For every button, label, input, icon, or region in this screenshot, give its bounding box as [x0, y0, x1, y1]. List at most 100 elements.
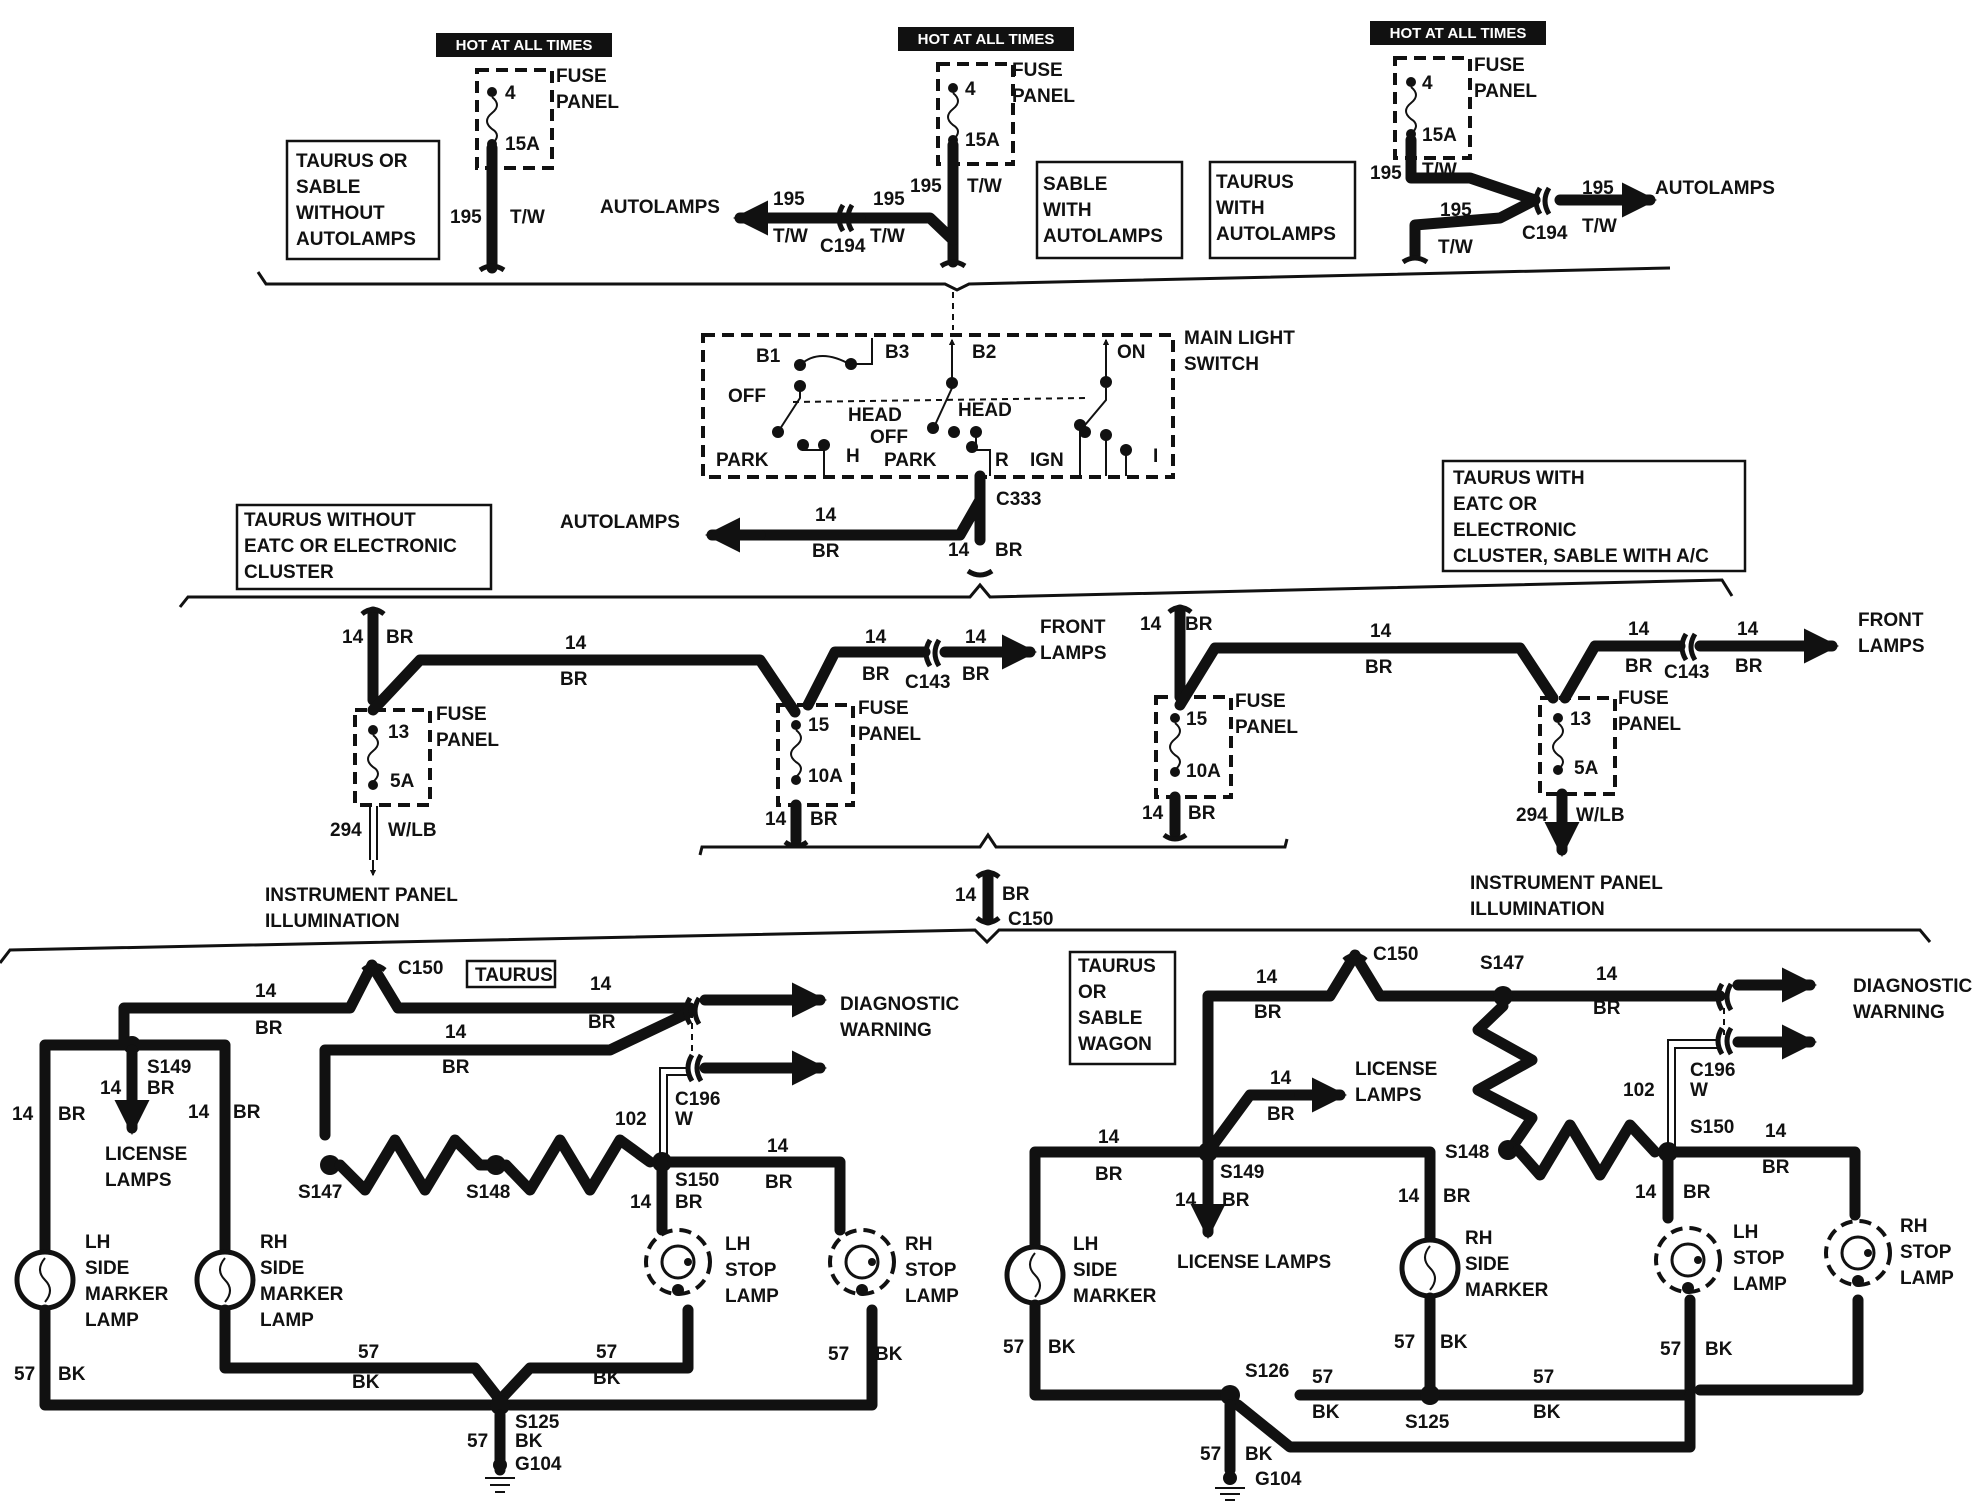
- svg-text:MARKER: MARKER: [260, 1284, 344, 1305]
- svg-text:14: 14: [1175, 1190, 1197, 1211]
- svg-text:MARKER: MARKER: [1073, 1286, 1157, 1307]
- park-label: PARK: [716, 450, 769, 471]
- svg-text:13: 13: [1570, 709, 1591, 730]
- svg-text:BK: BK: [515, 1431, 543, 1452]
- svg-text:BK: BK: [593, 1368, 621, 1389]
- fuse-number: 4: [965, 79, 976, 100]
- svg-text:BR: BR: [1762, 1157, 1790, 1178]
- fuse-amp-10a: 10A: [808, 766, 843, 787]
- splice-s125: S125: [515, 1412, 560, 1433]
- off-label-2: OFF: [870, 427, 908, 448]
- splice-s148: S148: [466, 1182, 510, 1203]
- svg-text:LICENSE: LICENSE: [105, 1144, 187, 1165]
- svg-text:C143: C143: [1664, 662, 1709, 683]
- splice-s149: S149: [147, 1057, 191, 1078]
- svg-text:EATC OR: EATC OR: [1453, 494, 1537, 515]
- svg-text:BR: BR: [386, 627, 414, 648]
- svg-text:ILLUMINATION: ILLUMINATION: [1470, 899, 1605, 920]
- svg-text:W/LB: W/LB: [1576, 805, 1625, 826]
- svg-text:14: 14: [1628, 619, 1650, 640]
- fuse-panel-middle: HOT AT ALL TIMES 4 15A FUSE PANEL 195 T/…: [600, 27, 1075, 269]
- svg-text:195: 195: [1440, 200, 1472, 221]
- svg-text:AUTOLAMPS: AUTOLAMPS: [296, 229, 416, 250]
- ground-g104: G104: [515, 1454, 562, 1475]
- svg-text:CLUSTER, SABLE WITH A/C: CLUSTER, SABLE WITH A/C: [1453, 546, 1709, 567]
- svg-text:AUTOLAMPS: AUTOLAMPS: [1216, 224, 1336, 245]
- b3-label: B3: [885, 342, 909, 363]
- caption-taurus: TAURUS: [475, 965, 553, 986]
- svg-text:LH: LH: [725, 1234, 750, 1255]
- fuse-amp: 15A: [505, 134, 540, 155]
- svg-text:BR: BR: [1625, 656, 1653, 677]
- svg-text:LAMP: LAMP: [725, 1286, 779, 1307]
- autolamps-label: AUTOLAMPS: [1655, 178, 1775, 199]
- svg-text:TAURUS WITHOUT: TAURUS WITHOUT: [244, 510, 416, 531]
- b1-label: B1: [756, 346, 781, 367]
- caption-box-taurus-without-eatc: TAURUS WITHOUT EATC OR ELECTRONIC CLUSTE…: [235, 503, 493, 591]
- fuse-amp-5a: 5A: [390, 771, 415, 792]
- fuse-number-13: 13: [388, 722, 409, 743]
- svg-text:14: 14: [1737, 619, 1759, 640]
- svg-text:294: 294: [1516, 805, 1548, 826]
- svg-text:RH: RH: [1465, 1228, 1492, 1249]
- svg-text:14: 14: [1270, 1068, 1292, 1089]
- svg-text:57: 57: [1200, 1444, 1221, 1465]
- rh-stop-lamp-bulb: [828, 1228, 896, 1296]
- connector-c196: C196: [1690, 1060, 1735, 1081]
- svg-text:57: 57: [358, 1342, 379, 1363]
- svg-text:15: 15: [1186, 709, 1208, 730]
- svg-text:MAIN LIGHT: MAIN LIGHT: [1184, 328, 1295, 349]
- svg-text:14: 14: [1142, 803, 1164, 824]
- ign-label: IGN: [1030, 450, 1064, 471]
- svg-text:BR: BR: [962, 664, 990, 685]
- svg-text:BK: BK: [1245, 1444, 1273, 1465]
- svg-text:BR: BR: [1254, 1002, 1282, 1023]
- connector-c194: C194: [1522, 223, 1568, 244]
- svg-text:BK: BK: [1312, 1402, 1340, 1423]
- svg-text:STOP: STOP: [1900, 1242, 1952, 1263]
- svg-text:LAMP: LAMP: [260, 1310, 314, 1331]
- svg-text:BR: BR: [1683, 1182, 1711, 1203]
- svg-text:FUSE: FUSE: [1474, 55, 1525, 76]
- svg-text:PANEL: PANEL: [436, 730, 499, 751]
- svg-text:14: 14: [767, 1136, 789, 1157]
- svg-text:BR: BR: [1002, 884, 1030, 905]
- svg-text:BR: BR: [1095, 1164, 1123, 1185]
- lh-stop-lamp-bulb: [644, 1228, 712, 1296]
- svg-text:BK: BK: [1533, 1402, 1561, 1423]
- svg-text:FUSE: FUSE: [1618, 688, 1669, 709]
- svg-text:14: 14: [965, 627, 987, 648]
- svg-text:TAURUS: TAURUS: [1216, 172, 1294, 193]
- svg-text:14: 14: [948, 540, 970, 561]
- svg-text:14: 14: [565, 633, 587, 654]
- svg-text:14: 14: [255, 981, 277, 1002]
- caption-box-taurus-with-autolamps: TAURUS WITH AUTOLAMPS: [1208, 160, 1357, 260]
- svg-text:57: 57: [467, 1431, 488, 1452]
- svg-text:BK: BK: [1705, 1339, 1733, 1360]
- svg-text:SABLE: SABLE: [1078, 1008, 1142, 1029]
- connector-c194: C194: [820, 236, 866, 257]
- svg-text:LAMP: LAMP: [1733, 1274, 1787, 1295]
- svg-text:RH: RH: [260, 1232, 287, 1253]
- svg-text:LAMP: LAMP: [1900, 1268, 1954, 1289]
- svg-text:SIDE: SIDE: [1465, 1254, 1509, 1275]
- splice-s150: S150: [1690, 1117, 1734, 1138]
- circuit-102: 102: [615, 1109, 647, 1130]
- svg-text:FUSE: FUSE: [858, 698, 909, 719]
- svg-text:WITH: WITH: [1216, 198, 1265, 219]
- svg-text:BR: BR: [1185, 614, 1213, 635]
- svg-text:14: 14: [1098, 1127, 1120, 1148]
- svg-text:BK: BK: [1440, 1332, 1468, 1353]
- fuse-number: 4: [1422, 73, 1433, 94]
- svg-text:BR: BR: [1443, 1186, 1471, 1207]
- svg-text:BR: BR: [810, 809, 838, 830]
- middle-left-circuit: 14 BR 14 BR 13 5A FUSE PANEL 294 W/LB IN…: [265, 606, 1107, 932]
- svg-text:C143: C143: [905, 672, 950, 693]
- svg-text:14: 14: [445, 1022, 467, 1043]
- svg-text:PANEL: PANEL: [1012, 86, 1075, 107]
- svg-text:BR: BR: [147, 1078, 175, 1099]
- svg-text:10A: 10A: [1186, 761, 1221, 782]
- section-bracket-bottom: [0, 928, 1932, 964]
- b2-label: B2: [972, 342, 996, 363]
